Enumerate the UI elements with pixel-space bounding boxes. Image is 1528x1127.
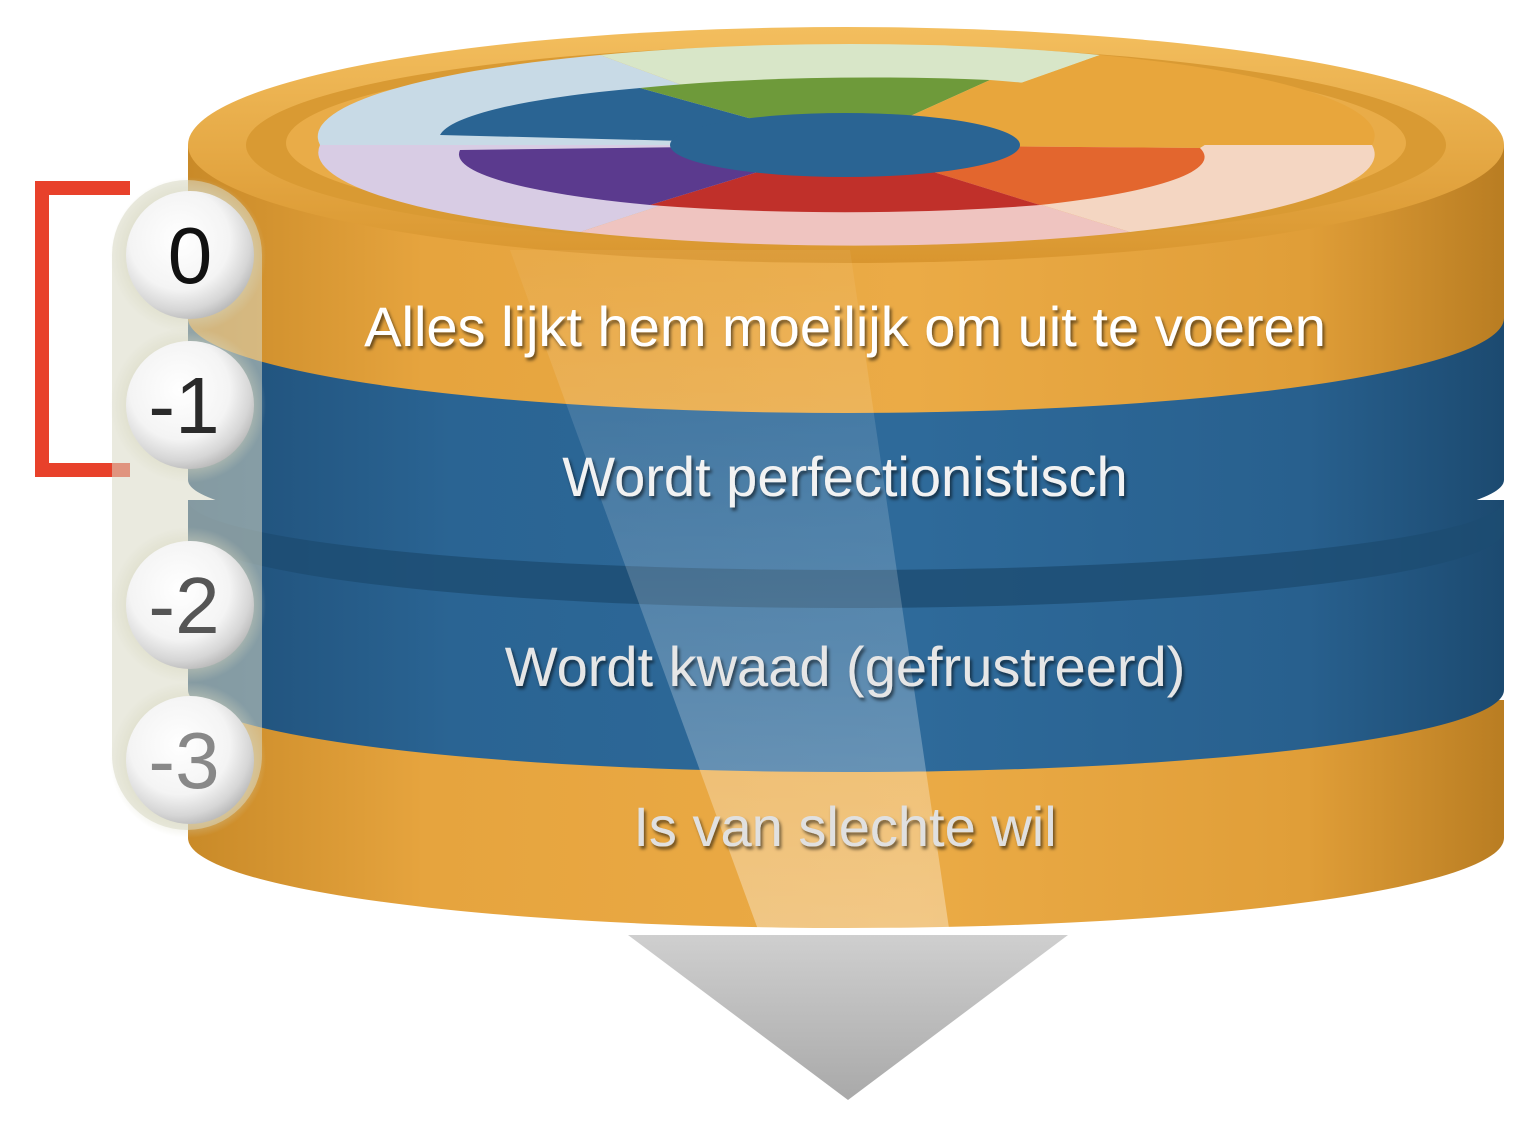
layer-label-minus-1: Wordt perfectionistisch (562, 445, 1127, 508)
layer-label-minus-2: Wordt kwaad (gefrustreerd) (505, 635, 1186, 698)
level-number: -3 (148, 716, 219, 805)
level-number: -1 (148, 361, 219, 450)
layer-label-minus-3: Is van slechte wil (633, 795, 1056, 858)
layer-label-0: Alles lijkt hem moeilijk om uit te voere… (364, 295, 1326, 358)
level-badge-minus-1: -1 (126, 341, 254, 469)
red-bracket (35, 181, 130, 477)
down-arrow (628, 935, 1068, 1100)
level-badge-minus-3: -3 (126, 696, 254, 824)
level-number: -2 (148, 561, 219, 650)
level-number: 0 (168, 211, 213, 300)
beam-overlay (510, 250, 950, 935)
level-badge-0: 0 (126, 191, 254, 319)
color-wheel (317, 43, 1375, 246)
level-badge-minus-2: -2 (126, 541, 254, 669)
